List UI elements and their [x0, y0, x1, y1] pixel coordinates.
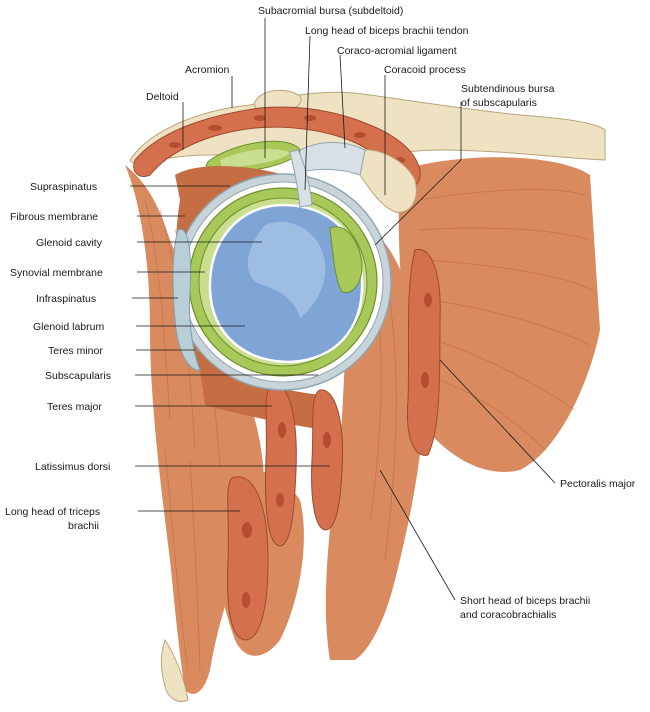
- label-infraspinatus: Infraspinatus: [36, 293, 96, 305]
- pectoralis-major-muscle: [398, 157, 600, 472]
- coraco-acromial-ligament: [299, 142, 366, 176]
- label-coraco-acromial-ligament: Coraco-acromial ligament: [337, 45, 457, 57]
- label-short-head-2: and coracobrachialis: [460, 609, 556, 621]
- label-subacromial-bursa: Subacromial bursa (subdeltoid): [258, 5, 403, 17]
- label-teres-major: Teres major: [47, 401, 102, 413]
- label-coracoid-process: Coracoid process: [384, 64, 466, 76]
- glenoid-cavity-inner: [247, 221, 326, 318]
- label-fibrous-membrane: Fibrous membrane: [10, 211, 98, 223]
- label-deltoid: Deltoid: [146, 91, 179, 103]
- subacromial-bursa-inner: [220, 148, 290, 168]
- label-acromion: Acromion: [185, 64, 230, 76]
- tendon-tip: [160, 638, 189, 703]
- label-latissimus-dorsi: Latissimus dorsi: [35, 461, 110, 473]
- label-pectoralis-major: Pectoralis major: [560, 478, 636, 490]
- label-subtendinous-bursa-2: of subscapularis: [461, 97, 537, 109]
- illustration: [125, 89, 606, 703]
- label-short-head-1: Short head of biceps brachii: [460, 595, 590, 607]
- label-glenoid-cavity: Glenoid cavity: [36, 237, 103, 249]
- label-subtendinous-bursa-1: Subtendinous bursa: [461, 83, 555, 95]
- label-teres-minor: Teres minor: [48, 345, 103, 357]
- biceps-long-head-tendon: [289, 149, 313, 208]
- label-subscapularis: Subscapularis: [45, 370, 111, 382]
- coracoid-process-bone: [359, 149, 417, 213]
- latissimus-cut-end: [311, 389, 344, 531]
- label-synovial-membrane: Synovial membrane: [10, 267, 103, 279]
- synovial-bulge-left: [172, 228, 201, 371]
- deltoid-cut-spots: [169, 115, 405, 163]
- subtendinous-bursa-shape: [329, 226, 363, 294]
- pectoralis-fibers: [419, 189, 593, 451]
- label-supraspinatus: Supraspinatus: [30, 181, 97, 193]
- label-glenoid-labrum: Glenoid labrum: [33, 321, 104, 333]
- pectoralis-cut-end: [406, 248, 441, 456]
- teres-major-cut-end: [265, 384, 297, 547]
- triceps-cut-end: [227, 476, 269, 641]
- label-triceps-1: Long head of triceps: [5, 506, 100, 518]
- label-biceps-long-head-tendon: Long head of biceps brachii tendon: [305, 25, 469, 37]
- label-triceps-2: brachii: [68, 520, 99, 532]
- labels: Subacromial bursa (subdeltoid) Long head…: [5, 5, 636, 621]
- cut-end-spots: [242, 293, 432, 608]
- leader-lines: [130, 18, 556, 601]
